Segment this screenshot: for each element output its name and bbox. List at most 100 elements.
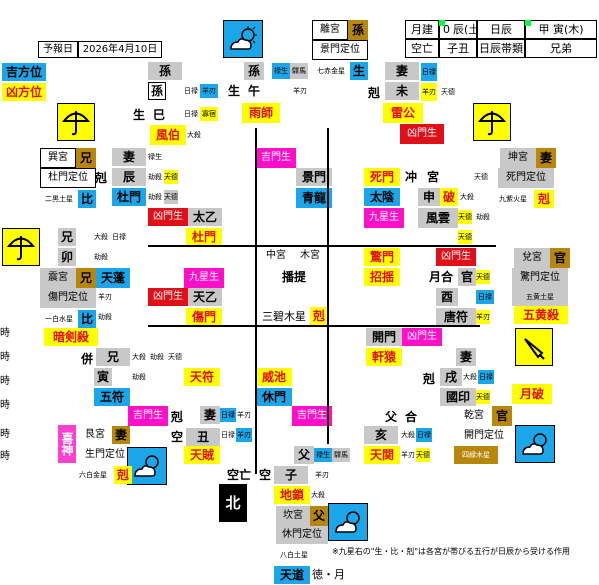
w-g: 官 (458, 268, 476, 286)
e-small-3: 劫殺 (94, 252, 108, 261)
sw-small-8: 天德 (474, 172, 488, 181)
ne-star: 五符 (94, 388, 130, 406)
month-marker (439, 20, 445, 26)
sw-top: 妻 (385, 62, 419, 80)
grid-vline-upper (255, 128, 257, 228)
e-gate: 傷門 (186, 308, 222, 326)
palace-s-name: 離宮 (312, 20, 348, 40)
ne-deity: 天符 (184, 368, 220, 386)
sw-spirit: 雷公 (383, 103, 423, 123)
ne-small-7: 日禄 (221, 430, 235, 439)
sw-rel: 剋 (367, 86, 380, 100)
s2-small-5: 大殺 (187, 130, 201, 139)
s2-small-4: 寡宿 (200, 107, 218, 121)
w-branch: 酉 (436, 288, 458, 306)
s-branch2: 巳 (152, 108, 165, 122)
s-spirit2: 風伯 (150, 125, 186, 145)
sw-branch-b: 申 (418, 188, 440, 206)
palace-sw-g: 妻 (536, 148, 556, 168)
ne-small-3: 天德 (168, 352, 182, 361)
n-spirit: 地鎖 (274, 486, 310, 504)
nw-door: 凶門生 (402, 328, 442, 346)
palace-s-door: 景門定位 (312, 40, 368, 60)
e-star-tag: 九星生 (184, 268, 224, 288)
se-small-5: 天德 (164, 190, 178, 204)
w-small-2: 日禄 (476, 290, 494, 304)
ne-small-4: 劫殺 (132, 372, 146, 381)
sw-breaking: 破 (440, 188, 458, 206)
s-top2: 孫 (148, 62, 182, 80)
e-small-1: 大殺 (94, 232, 108, 241)
n-small-2: 驛馬 (332, 448, 350, 462)
palace-ne-god: 喜神 (58, 425, 76, 463)
center-g: 木宮 (300, 250, 320, 261)
shokan-value: 兄弟 (525, 39, 597, 58)
nw-small-4: 大殺 (401, 430, 415, 439)
forecast-label: 予報日 (38, 41, 78, 58)
weather-icon-cloudy-sun (328, 503, 368, 541)
day-value: 甲 寅(木) (525, 20, 597, 39)
e-door: 凶門生 (148, 288, 188, 306)
center-kan: 中宮 (266, 250, 286, 261)
ne-small-2: 劫殺 (150, 352, 164, 361)
ne-branch: 寅 (94, 368, 112, 386)
palace-ne-star: 六白金星 (79, 470, 107, 479)
n-kubo2: 空 (258, 468, 271, 482)
weather-icon-umbrella (473, 103, 511, 141)
palace-se-g: 兄 (76, 148, 96, 168)
ne-small-8: 羊刃 (236, 428, 252, 442)
weather-icon-cloudy-sun (515, 425, 555, 463)
palace-ne-g: 妻 (112, 426, 130, 444)
palace-sw-star: 九紫火星 (499, 194, 527, 203)
ne-door: 吉門生 (128, 406, 168, 426)
s-spirit: 雨師 (242, 103, 280, 123)
se-rel: 剋 (94, 171, 107, 185)
s-small-1: 禄生 (272, 63, 290, 79)
se-small-4: 劫殺 (148, 192, 162, 201)
ne-small-5: 日禄 (220, 408, 236, 422)
sw-gate: 死門 (364, 168, 400, 186)
nw-small-3: 天德 (476, 390, 490, 404)
weather-icon-closed-umbrella (515, 328, 553, 366)
sw-branch: 未 (385, 82, 419, 100)
sw-small-4: 大殺 (460, 192, 474, 201)
e-top: 兄 (58, 228, 76, 246)
palace-se-door: 杜門定位 (40, 168, 96, 188)
n-small-1: 禄生 (314, 448, 332, 462)
s-gate: 景門 (296, 168, 332, 186)
palace-sw-name: 坤宮 (500, 148, 536, 168)
weather-icon-cloudy-sun (127, 447, 167, 485)
nw-rel: 剋 (422, 372, 435, 386)
sw-small-7: 天德 (458, 230, 472, 244)
side-time: 時 (0, 429, 10, 440)
palace-s-star: 七赤金星 (317, 66, 345, 75)
se-door: 杜門 (112, 188, 146, 206)
palace-n-star: 八白土星 (280, 550, 308, 559)
ne-deity2: 天賊 (184, 446, 220, 464)
sw-small-5: 天德 (458, 210, 472, 224)
s-branch: 午 (247, 84, 260, 98)
e-small-2: 日禄 (112, 232, 126, 241)
w-small-3: 羊刃 (476, 310, 490, 324)
palace-se-rel: 比 (78, 190, 96, 208)
s-top: 孫 (244, 62, 264, 80)
sw-star: 九星生 (364, 208, 404, 228)
nw-god: 軒猿 (366, 348, 402, 366)
palace-e-star: 一白水星 (45, 314, 73, 323)
nw-branch2: 亥 (364, 426, 398, 444)
n-branch: 子 (274, 466, 308, 484)
w-gate: 驚門 (364, 248, 400, 266)
shokan-label: 日辰帯類 (477, 39, 525, 58)
palace-sw-rel: 剋 (534, 190, 554, 208)
se-god: 杜門 (186, 228, 222, 246)
side-time: 時 (0, 328, 10, 339)
month-label: 月建 (405, 20, 439, 39)
w-door: 凶門生 (436, 248, 476, 266)
palace-w-kill: 五黄殺 (514, 306, 568, 324)
n-gate: 休門 (256, 388, 292, 406)
footer-tendo: 天道 (274, 566, 310, 584)
palace-w-g: 官 (550, 248, 570, 268)
palace-se-name: 巽宮 (40, 148, 76, 168)
nw-branch: 戌 (440, 368, 462, 386)
n-god: 威池 (256, 368, 292, 386)
